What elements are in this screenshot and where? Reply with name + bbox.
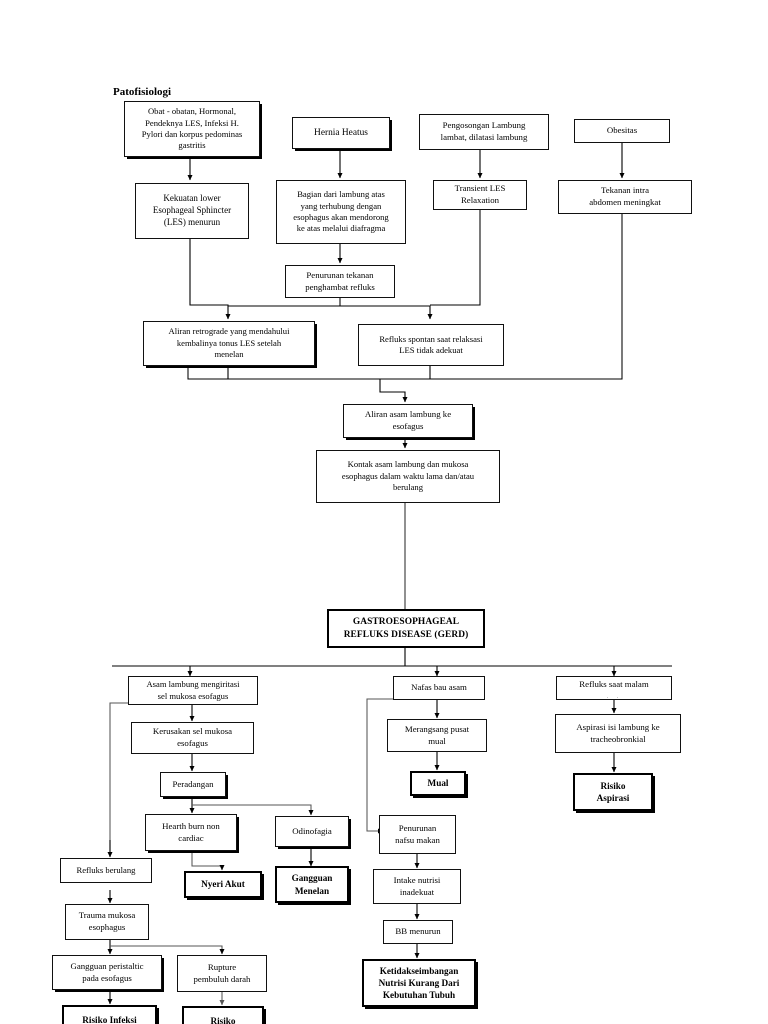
node-label: Peradangan <box>172 778 214 789</box>
node-label: Penurunan nafsu makan <box>395 822 440 845</box>
node-label: Kerusakan sel mukosa esofagus <box>152 726 233 748</box>
node-refluks-saat-malam[interactable]: Refluks saat malam . . <box>556 676 672 700</box>
node-transient-les[interactable]: Transient LES Relaxation <box>433 180 527 210</box>
node-label: Kekuatan lower Esophageal Sphincter (LES… <box>152 193 232 227</box>
node-label: Ketidakseimbangan Nutrisi Kurang Dari Ke… <box>378 965 460 1001</box>
node-refluks-berulang[interactable]: Refluks berulang <box>60 858 152 883</box>
node-merangsang-pusat-mual[interactable]: Merangsang pusat mual <box>387 719 487 752</box>
node-bagian-lambung-atas[interactable]: Bagian dari lambung atas yang terhubung … <box>276 180 406 244</box>
node-risiko-aspirasi[interactable]: Risiko Aspirasi <box>573 773 653 811</box>
node-bb-menurun[interactable]: BB menurun <box>383 920 453 944</box>
node-label: Aliran asam lambung ke esofagus <box>364 409 452 431</box>
node-obat-obatan[interactable]: Obat - obatan, Hormonal, Pendeknya LES, … <box>124 101 260 157</box>
node-risiko-bottom[interactable]: Risiko <box>182 1006 264 1024</box>
node-label: Gangguan Menelan <box>291 873 333 896</box>
node-label: Refluks saat malam <box>579 679 649 689</box>
node-kerusakan-sel[interactable]: Kerusakan sel mukosa esofagus <box>131 722 254 754</box>
node-label: Pengosongan Lambung lambat, dilatasi lam… <box>440 120 528 142</box>
node-tekanan-intra[interactable]: Tekanan intra abdomen meningkat <box>558 180 692 214</box>
node-hearth-burn[interactable]: Hearth burn non cardiac <box>145 814 237 851</box>
node-label: BB menurun <box>395 926 441 937</box>
node-label: Kontak asam lambung dan mukosa esophagus… <box>341 459 475 493</box>
node-intake-nutrisi[interactable]: Intake nutrisi inadekuat <box>373 869 461 904</box>
node-gerd-diagnosis[interactable]: GASTROESOPHAGEAL REFLUKS DISEASE (GERD) <box>327 609 485 648</box>
node-label: Aliran retrograde yang mendahului kembal… <box>168 326 290 360</box>
node-asam-mengiritasi[interactable]: Asam lambung mengiritasi sel mukosa esof… <box>128 676 258 705</box>
node-label: Hernia Heatus <box>314 127 368 138</box>
node-label: Refluks berulang <box>76 864 136 875</box>
node-aspirasi-isi[interactable]: Aspirasi isi lambung ke tracheobronkial <box>555 714 681 753</box>
node-kontak-asam[interactable]: Kontak asam lambung dan mukosa esophagus… <box>316 450 500 503</box>
node-kekuatan-les[interactable]: Kekuatan lower Esophageal Sphincter (LES… <box>135 183 249 239</box>
node-label: Penurunan tekanan penghambat refluks <box>305 269 375 292</box>
node-trauma-mukosa[interactable]: Trauma mukosa esophagus <box>65 904 149 940</box>
node-nyeri-akut[interactable]: Nyeri Akut <box>184 871 262 898</box>
node-nafas-bau-asam[interactable]: Nafas bau asam <box>393 676 485 700</box>
node-label: Nafas bau asam <box>411 682 467 693</box>
node-label: Obat - obatan, Hormonal, Pendeknya LES, … <box>141 106 243 151</box>
node-label: Hearth burn non cardiac <box>162 820 220 843</box>
node-label: Trauma mukosa esophagus <box>78 910 136 932</box>
node-gangguan-peristaltic[interactable]: Gangguan peristaltic pada esofagus <box>52 955 162 990</box>
node-label: Refluks spontan saat relaksasi LES tidak… <box>379 333 483 355</box>
node-label: Nyeri Akut <box>201 879 245 890</box>
node-aliran-asam[interactable]: Aliran asam lambung ke esofagus <box>343 404 473 438</box>
node-aliran-retrograde[interactable]: Aliran retrograde yang mendahului kembal… <box>143 321 315 366</box>
node-label: Obesitas <box>606 125 638 136</box>
node-ketidakseimbangan-nutrisi[interactable]: Ketidakseimbangan Nutrisi Kurang Dari Ke… <box>362 959 476 1007</box>
node-penurunan-nafsu[interactable]: Penurunan nafsu makan <box>379 815 456 854</box>
node-gangguan-menelan[interactable]: Gangguan Menelan <box>275 866 349 903</box>
node-label: Mual <box>427 778 449 789</box>
node-label: Rupture pembuluh darah <box>193 961 251 984</box>
node-obesitas[interactable]: Obesitas <box>574 119 670 143</box>
node-label-artifact: . . <box>606 690 622 700</box>
node-label: Odinofagia <box>292 825 332 836</box>
node-label: Risiko <box>210 1015 236 1024</box>
node-label: Risiko Infeksi <box>82 1014 137 1024</box>
node-mual[interactable]: Mual <box>410 771 466 796</box>
node-label: Tekanan intra abdomen meningkat <box>589 185 661 207</box>
node-peradangan[interactable]: Peradangan <box>160 772 226 797</box>
node-refluks-spontan[interactable]: Refluks spontan saat relaksasi LES tidak… <box>358 324 504 366</box>
node-label: Merangsang pusat mual <box>404 723 470 746</box>
node-risiko-infeksi[interactable]: Risiko Infeksi <box>62 1005 157 1024</box>
node-penurunan-tekanan[interactable]: Penurunan tekanan penghambat refluks <box>285 265 395 298</box>
node-label: Asam lambung mengiritasi sel mukosa esof… <box>146 679 240 701</box>
node-rupture-pembuluh[interactable]: Rupture pembuluh darah <box>177 955 267 992</box>
page-title: Patofisiologi <box>113 86 172 98</box>
node-label: Risiko Aspirasi <box>596 780 630 803</box>
node-label: Intake nutrisi inadekuat <box>393 874 441 897</box>
node-hernia-heatus[interactable]: Hernia Heatus <box>292 117 390 149</box>
node-label: GASTROESOPHAGEAL REFLUKS DISEASE (GERD) <box>343 617 469 640</box>
node-label: Gangguan peristaltic pada esofagus <box>70 960 144 983</box>
node-odinofagia[interactable]: Odinofagia <box>275 816 349 847</box>
node-label: Bagian dari lambung atas yang terhubung … <box>293 189 389 234</box>
node-label: Transient LES Relaxation <box>454 183 506 205</box>
node-pengosongan-lambung[interactable]: Pengosongan Lambung lambat, dilatasi lam… <box>419 114 549 150</box>
node-label: Aspirasi isi lambung ke tracheobronkial <box>576 721 660 744</box>
